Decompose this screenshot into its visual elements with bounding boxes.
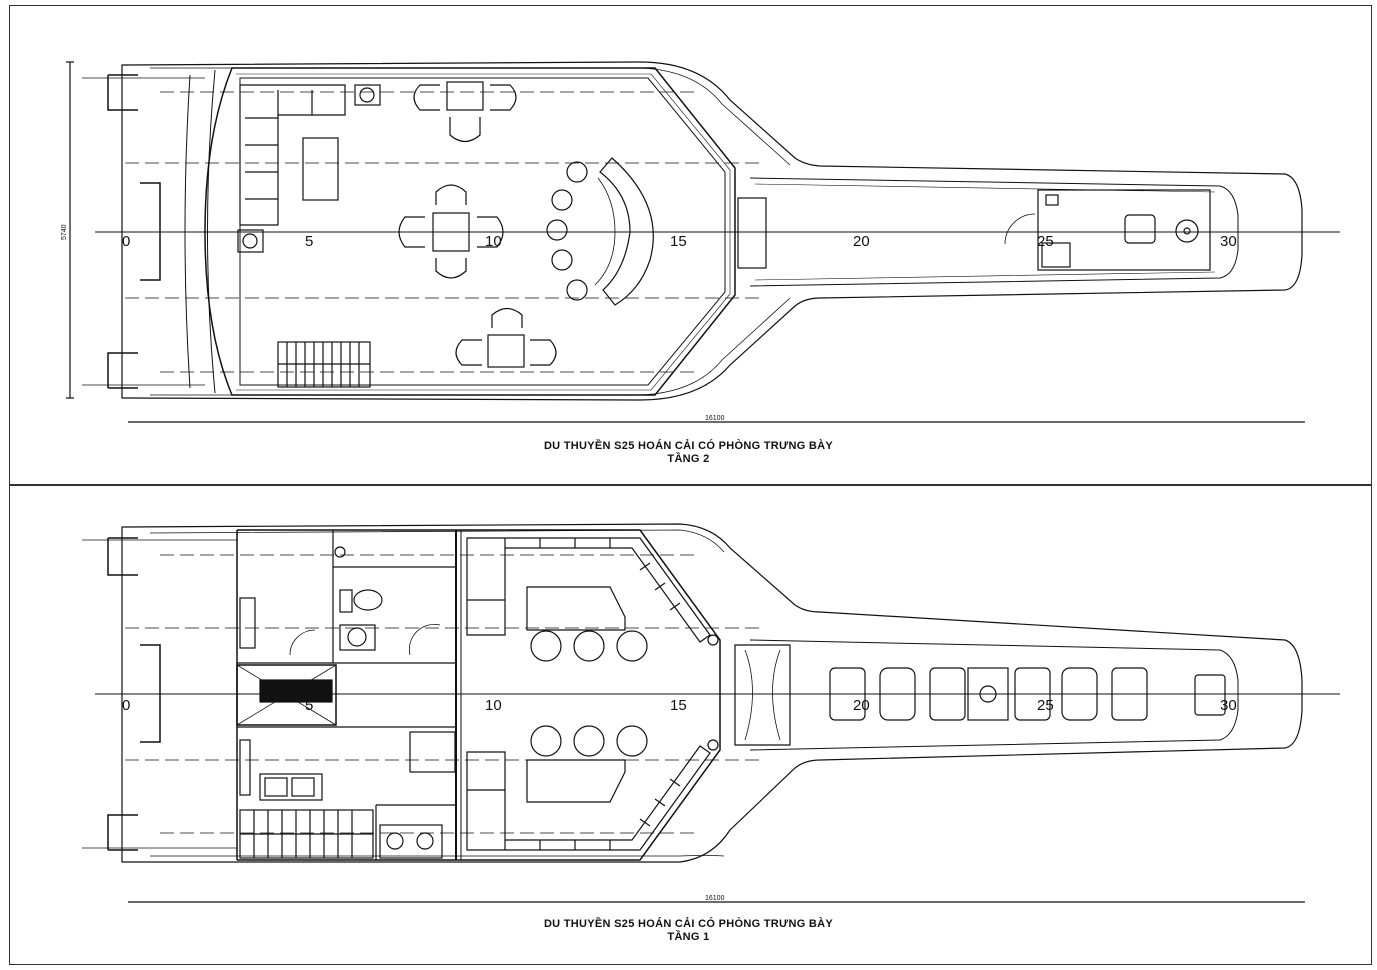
upper-table-top [446, 81, 484, 111]
lower-frame-0: 0 [122, 697, 130, 714]
upper-frame-20: 20 [853, 233, 870, 250]
upper-frame-5: 5 [305, 233, 313, 250]
lower-saloon-seat-top [466, 537, 711, 643]
lower-saloon-table-bottom [526, 759, 626, 803]
upper-dim-beam: 5740 [61, 224, 68, 240]
lower-saloon-seat-bottom [466, 745, 711, 851]
lower-stove [379, 824, 443, 859]
lower-caption-level: TẦNG 1 [667, 931, 710, 943]
lower-frame-20: 20 [853, 697, 870, 714]
upper-frame-30: 30 [1220, 233, 1237, 250]
upper-caption-level: TẦNG 2 [667, 453, 710, 465]
lower-frame-15: 15 [670, 697, 687, 714]
lower-caption-title: DU THUYỀN S25 HOÁN CẢI CÓ PHÒNG TRƯNG BÀ… [543, 918, 834, 930]
upper-caption-title: DU THUYỀN S25 HOÁN CẢI CÓ PHÒNG TRƯNG BÀ… [543, 440, 834, 452]
upper-table-bottom [487, 334, 525, 368]
lower-frame-numbers: 0 5 10 15 20 25 30 [122, 697, 1237, 714]
upper-bar-counter [599, 157, 654, 306]
upper-frame-10: 10 [485, 233, 502, 250]
lower-caption: DU THUYỀN S25 HOÁN CẢI CÓ PHÒNG TRƯNG BÀ… [0, 918, 1377, 944]
upper-coffee-table [302, 137, 339, 201]
lower-dim-length: 16100 [705, 895, 725, 902]
lower-frame-10: 10 [485, 697, 502, 714]
lower-frame-30: 30 [1220, 697, 1237, 714]
upper-caption: DU THUYỀN S25 HOÁN CẢI CÓ PHÒNG TRƯNG BÀ… [0, 440, 1377, 466]
upper-frame-0: 0 [122, 233, 130, 250]
lower-washbasin [339, 624, 376, 651]
lower-frame-5: 5 [305, 697, 313, 714]
upper-frame-15: 15 [670, 233, 687, 250]
lower-toilet [339, 589, 353, 613]
lower-engine-room [236, 664, 337, 726]
lower-helm-seat [1194, 674, 1226, 716]
upper-frame-25: 25 [1037, 233, 1054, 250]
lower-saloon-table-top [526, 586, 626, 631]
upper-deck-frame [9, 5, 1372, 485]
lower-hull-outline [121, 523, 1303, 863]
upper-deckhouse [204, 67, 736, 396]
upper-helm-wheel [1175, 219, 1199, 243]
upper-bow-cabin [1037, 189, 1211, 271]
upper-table-center [432, 212, 470, 252]
lower-frame-25: 25 [1037, 697, 1054, 714]
upper-hull-outline [121, 61, 1303, 401]
upper-dim-length: 16100 [705, 415, 725, 422]
upper-frame-numbers: 0 5 10 15 20 25 30 [122, 233, 1237, 250]
upper-helm-seat [1124, 214, 1156, 244]
lower-engine [259, 679, 333, 703]
lower-deck-frame [9, 485, 1372, 965]
lower-galley-sink [259, 773, 323, 801]
